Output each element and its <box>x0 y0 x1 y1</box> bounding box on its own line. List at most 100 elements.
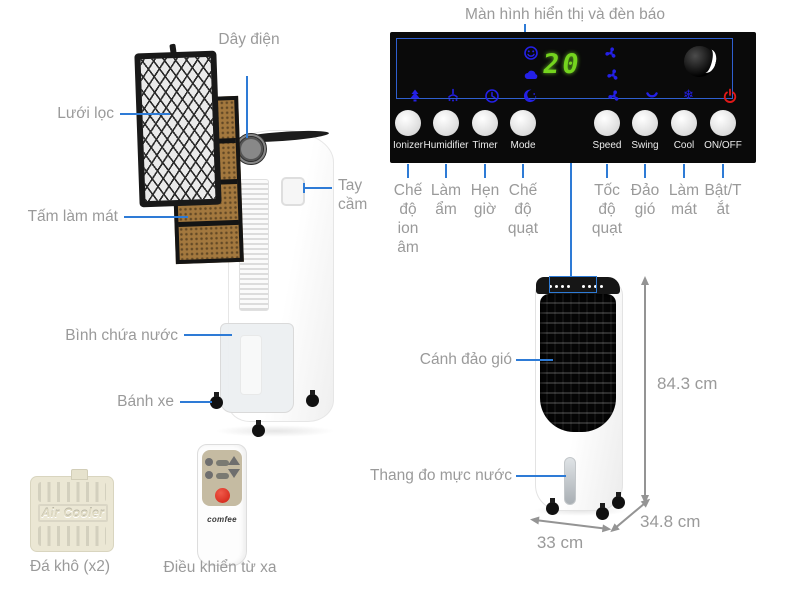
fan-icon <box>608 90 619 101</box>
callout-line <box>445 164 447 178</box>
ionizer-button-label: Ionizer <box>392 140 423 151</box>
wheel <box>252 420 265 437</box>
timer-button <box>472 110 498 136</box>
cool-button <box>671 110 697 136</box>
timer-icon <box>485 89 499 103</box>
wheel <box>210 392 223 409</box>
snowflake-icon: ❄ <box>683 87 694 102</box>
handle-line <box>305 187 332 189</box>
callout-line <box>606 164 608 178</box>
panel-title-callout-line <box>524 24 526 38</box>
remote-control: comfee <box>197 444 247 566</box>
width-dimension: 33 cm <box>536 533 584 552</box>
wheels-line <box>180 401 212 403</box>
water-tank-line <box>184 334 232 336</box>
air-cooler-product <box>535 276 623 511</box>
panel-to-product-line <box>570 163 572 276</box>
wheel <box>306 390 319 407</box>
cool-desc: Làm mát <box>668 182 700 218</box>
smiley-icon <box>524 46 538 60</box>
wheels-label: Bánh xe <box>117 393 174 410</box>
mode-button <box>510 110 536 136</box>
mode-desc: Chế độ quạt <box>507 182 539 237</box>
depth-dimension: 34.8 cm <box>640 512 701 531</box>
back-vents <box>239 179 269 311</box>
panel-display: 20 <box>396 38 737 103</box>
mode-button-label: Mode <box>510 140 536 151</box>
remote-down-button <box>228 469 240 478</box>
handle-label: Tay cầm <box>338 177 368 214</box>
remote-button <box>216 473 229 479</box>
fan-speed-high-icon <box>605 47 616 58</box>
wheel <box>546 498 559 515</box>
callout-line <box>683 164 685 178</box>
led-highlight-frame <box>549 276 597 293</box>
shadow <box>215 425 335 437</box>
power-cord-line <box>246 76 248 138</box>
indicator-leds <box>549 285 603 288</box>
ice-pack: Air Cooler <box>30 469 114 552</box>
callout-line <box>522 164 524 178</box>
width-arrow <box>534 519 607 530</box>
water-tank <box>220 323 294 413</box>
swing-louver-grille <box>540 294 616 432</box>
humidifier-button-label: Humidifier <box>423 140 469 151</box>
speed-desc: Tốc độ quạt <box>591 182 623 237</box>
onoff-button <box>710 110 736 136</box>
handle-tick <box>303 183 305 193</box>
remote-brand: comfee <box>207 515 237 524</box>
swing-icon <box>646 92 658 98</box>
pump <box>239 334 262 395</box>
cooler-body-back <box>220 128 334 422</box>
pad-strap <box>178 220 239 228</box>
water-tank-label: Bình chứa nước <box>65 327 178 344</box>
fan-speed-mid-icon <box>607 69 618 80</box>
height-arrow <box>641 276 648 504</box>
humidify-cloud-icon <box>524 70 538 80</box>
remote-button <box>205 471 213 479</box>
swing-desc: Đảo gió <box>630 182 660 218</box>
panel-title: Màn hình hiển thị và đèn báo <box>465 6 665 23</box>
onoff-button-label: ON/OFF <box>704 140 742 151</box>
handle-recess <box>281 177 305 206</box>
callout-line <box>407 164 409 178</box>
tower-top-cap <box>536 276 620 294</box>
humidifier-button <box>433 110 459 136</box>
remote-keypad <box>202 450 242 506</box>
filter-label: Lưới lọc <box>57 105 114 122</box>
humidifier-desc: Làm ẩm <box>430 182 462 218</box>
wheel <box>596 503 609 520</box>
control-panel: 20 <box>390 32 756 163</box>
timer-desc: Hẹn giờ <box>470 182 500 218</box>
cooling-pad-label: Tấm làm mát <box>27 208 118 225</box>
ionizer-button <box>395 110 421 136</box>
night-mode-icon <box>523 89 537 103</box>
remote-label: Điều khiển từ xa <box>163 559 277 576</box>
swing-louver-label: Cánh đảo gió <box>419 351 512 368</box>
display-value: 20 <box>540 49 584 80</box>
callout-line <box>722 164 724 178</box>
timer-button-label: Timer <box>472 140 498 151</box>
ice-pack-cap <box>71 469 88 480</box>
water-level-label: Thang đo mực nước <box>369 467 512 484</box>
swing-button-label: Swing <box>631 140 659 151</box>
power-cord-label: Dây điện <box>218 31 280 48</box>
height-dimension: 84.3 cm <box>657 374 718 393</box>
humidifier-icon <box>447 88 459 102</box>
water-level-gauge <box>564 457 576 505</box>
water-level-line <box>516 475 566 477</box>
ionizer-icon <box>410 89 420 102</box>
cool-button-label: Cool <box>673 140 695 151</box>
mesh-filter <box>134 50 222 208</box>
ice-pack-emboss-text: Air Cooler <box>38 504 108 522</box>
speed-button <box>594 110 620 136</box>
swing-louver-line <box>516 359 553 361</box>
onoff-desc: Bật/Tắt <box>704 182 742 218</box>
ice-pack-ribs <box>38 526 106 546</box>
callout-line <box>484 164 486 178</box>
remote-button <box>205 458 213 466</box>
swing-button <box>632 110 658 136</box>
ice-pack-label: Đá khô (x2) <box>29 558 111 575</box>
cooling-pad-line <box>124 216 188 218</box>
